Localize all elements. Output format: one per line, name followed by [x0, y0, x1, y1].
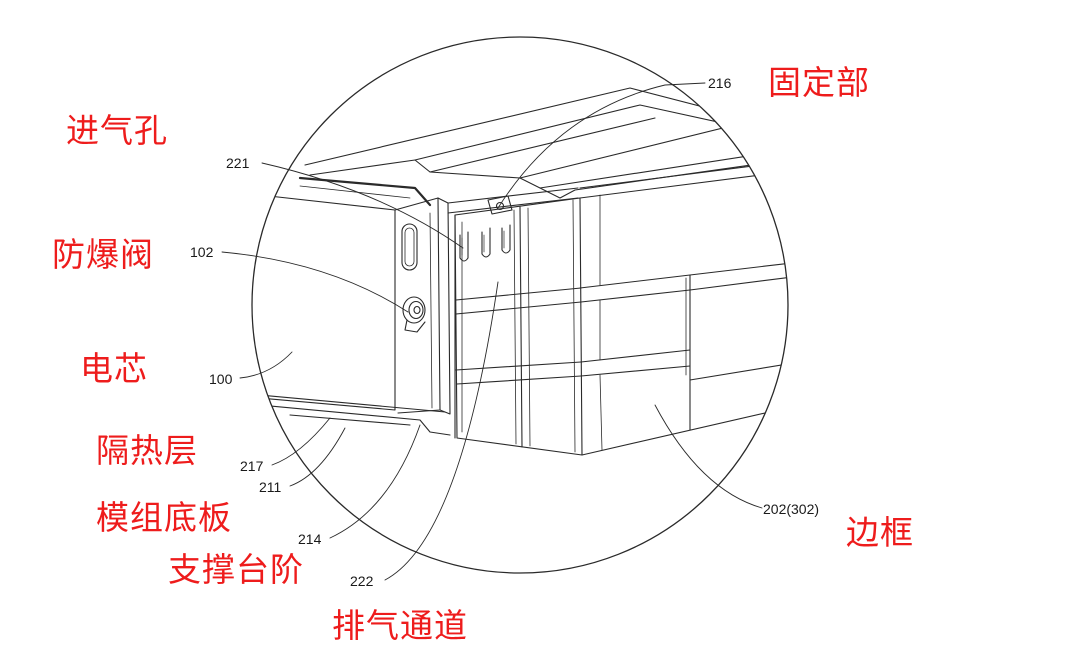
label-fixing-part: 固定部 — [768, 63, 870, 102]
label-intake-hole: 进气孔 — [66, 111, 168, 150]
ref-202-302: 202(302) — [763, 501, 819, 517]
label-insulation-layer: 隔热层 — [96, 431, 198, 470]
label-support-step: 支撑台阶 — [168, 550, 304, 589]
ref-221: 221 — [226, 155, 250, 171]
reference-numerals: 216 221 102 100 217 211 214 222 202(302) — [190, 75, 819, 589]
ref-102: 102 — [190, 244, 214, 260]
ref-100: 100 — [209, 371, 233, 387]
leader-lines — [221, 82, 763, 581]
ref-214: 214 — [298, 531, 322, 547]
label-cell: 电芯 — [80, 349, 148, 388]
detail-circle — [251, 36, 789, 574]
drawing-lines — [259, 87, 788, 456]
ref-217: 217 — [240, 458, 264, 474]
ref-211: 211 — [259, 479, 282, 495]
label-exhaust-channel: 排气通道 — [332, 606, 468, 645]
label-module-base: 模组底板 — [96, 498, 232, 537]
ref-216: 216 — [708, 75, 732, 91]
ref-222: 222 — [350, 573, 374, 589]
label-explosion-valve: 防爆阀 — [52, 235, 154, 274]
label-frame: 边框 — [846, 513, 914, 552]
